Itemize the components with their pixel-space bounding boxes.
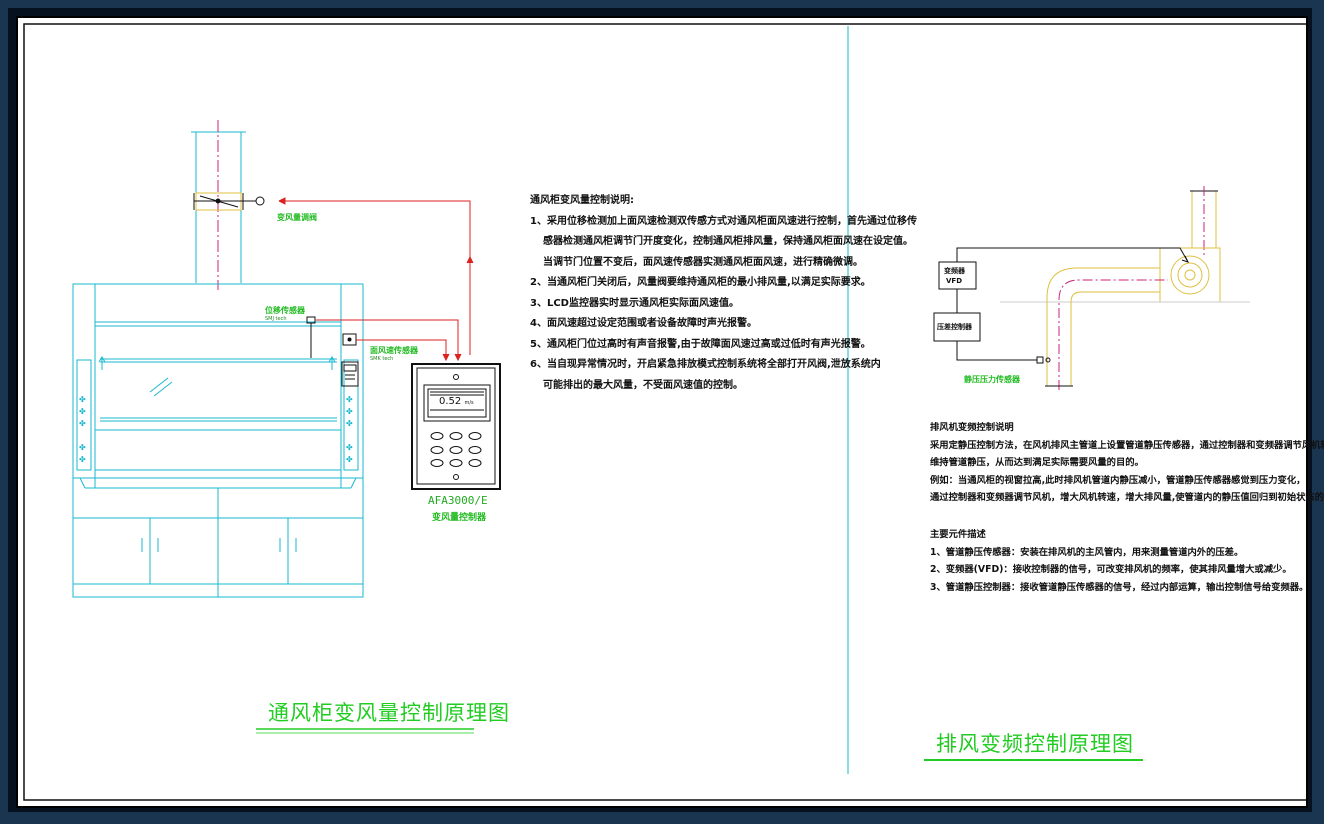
component-3: 3、管道静压控制器：接收管道静压传感器的信号，经过内部运算，输出控制信号给变频器… [930, 581, 1309, 593]
left-note-6: 6、当自现异常情况时，开启紧急排放模式控制系统将全部打开风阀,泄放系统内 [530, 359, 881, 370]
controller-model: AFA3000/E [428, 494, 488, 507]
exhaust-duct-drawing [933, 186, 1250, 390]
duct-sensor-label: 静压压力传感器 [964, 375, 1020, 384]
svg-text:✤: ✤ [79, 419, 86, 428]
left-note-1: 1、采用位移检测加上面风速检测双传感方式对通风柜面风速进行控制，首先通过位移传 [530, 215, 917, 227]
svg-text:✤: ✤ [79, 443, 86, 452]
left-notes-title: 通风柜变风量控制说明: [530, 195, 634, 206]
left-note-1c: 当调节门位置不变后，面风速传感器实测通风柜面风速，进行精确微调。 [543, 256, 863, 268]
left-note-5: 5、通风柜门位过高时有声音报警,由于故障面风速过高或过低时有声光报警。 [530, 338, 871, 350]
right-note-4: 通过控制器和变频器调节风机，增大风机转速，增大排风量,使管道内的静压值回归到初始… [930, 492, 1324, 503]
left-note-2: 2、当通风柜门关闭后，风量阀要维持通风柜的最小排风量,以满足实际要求。 [530, 277, 871, 288]
fume-hood-drawing: ✤ ✤ ✤ ✤ ✤ ✤ ✤ ✤ ✤ ✤ [72, 120, 364, 598]
left-note-3: 3、LCD监控器实时显示通风柜实际面风速值。 [530, 297, 739, 309]
component-1: 1、管道静压传感器：安装在排风机的主风管内，用来测量管道内外的压差。 [930, 546, 1244, 558]
svg-text:✤: ✤ [79, 407, 86, 416]
svg-text:✤: ✤ [79, 395, 86, 404]
left-note-1b: 感器检测通风柜调节门开度变化，控制通风柜排风量，保持通风柜面风速在设定值。 [543, 236, 913, 247]
component-2: 2、变频器(VFD)：接收控制器的信号，可改变排风机的频率，使其排风量增大或减少… [930, 564, 1292, 575]
svg-text:✤: ✤ [346, 443, 353, 452]
face-sensor-label: 面风速传感器 [370, 346, 418, 355]
vfd-label: 变频器 [944, 267, 965, 275]
drawing-sheet [16, 16, 1308, 808]
svg-text:✤: ✤ [346, 419, 353, 428]
face-sensor-sub: SMK tech [370, 356, 394, 362]
position-sensor-label: 位移传感器 [265, 306, 305, 315]
left-notes: 通风柜变风量控制说明: 1、采用位移检测加上面风速检测双传感方式对通风柜面风速进… [530, 191, 917, 396]
sheet-border [23, 23, 1309, 801]
right-diagram-title: 排风变频控制原理图 [936, 732, 1134, 756]
display-value: 0.52 [439, 396, 462, 407]
right-note-3: 例如：当通风柜的视窗拉高,此时排风机管道内静压减小，管道静压传感器感觉到压力变化… [930, 474, 1306, 486]
valve-label: 变风量调阀 [277, 213, 317, 222]
display-unit: m/s [464, 400, 474, 406]
position-sensor-sub: SMJ tech [265, 316, 287, 322]
right-note-1: 采用定静压控制方法，在风机排风主管道上设置管道静压传感器，通过控制器和变频器调节… [930, 439, 1324, 451]
svg-text:✤: ✤ [79, 455, 86, 464]
right-notes: 排风机变频控制说明 采用定静压控制方法，在风机排风主管道上设置管道静压传感器，通… [930, 419, 1324, 507]
signal-wires [278, 197, 474, 362]
components-notes: 主要元件描述 1、管道静压传感器：安装在排风机的主风管内，用来测量管道内外的压差… [930, 526, 1308, 596]
hood-sensors [306, 316, 357, 358]
svg-text:✤: ✤ [346, 407, 353, 416]
left-note-4: 4、面风速超过设定范围或者设备故障时声光报警。 [530, 318, 757, 329]
components-title: 主要元件描述 [930, 529, 986, 540]
controller-display: 0.52 m/s [439, 396, 474, 407]
right-notes-title: 排风机变频控制说明 [930, 422, 1014, 433]
pressure-controller-label: 压差控制器 [937, 323, 972, 331]
vfd-sub: VFD [946, 277, 963, 285]
right-note-2: 维持管道静压，从而达到满足实际需要风量的目的。 [930, 457, 1144, 468]
left-note-6b: 可能排出的最大风量，不受面风速值的控制。 [543, 379, 743, 391]
svg-text:✤: ✤ [346, 395, 353, 404]
left-diagram-title: 通风柜变风量控制原理图 [268, 701, 510, 725]
svg-text:✤: ✤ [346, 455, 353, 464]
afa-controller [411, 363, 501, 490]
controller-name: 变风量控制器 [432, 513, 487, 523]
